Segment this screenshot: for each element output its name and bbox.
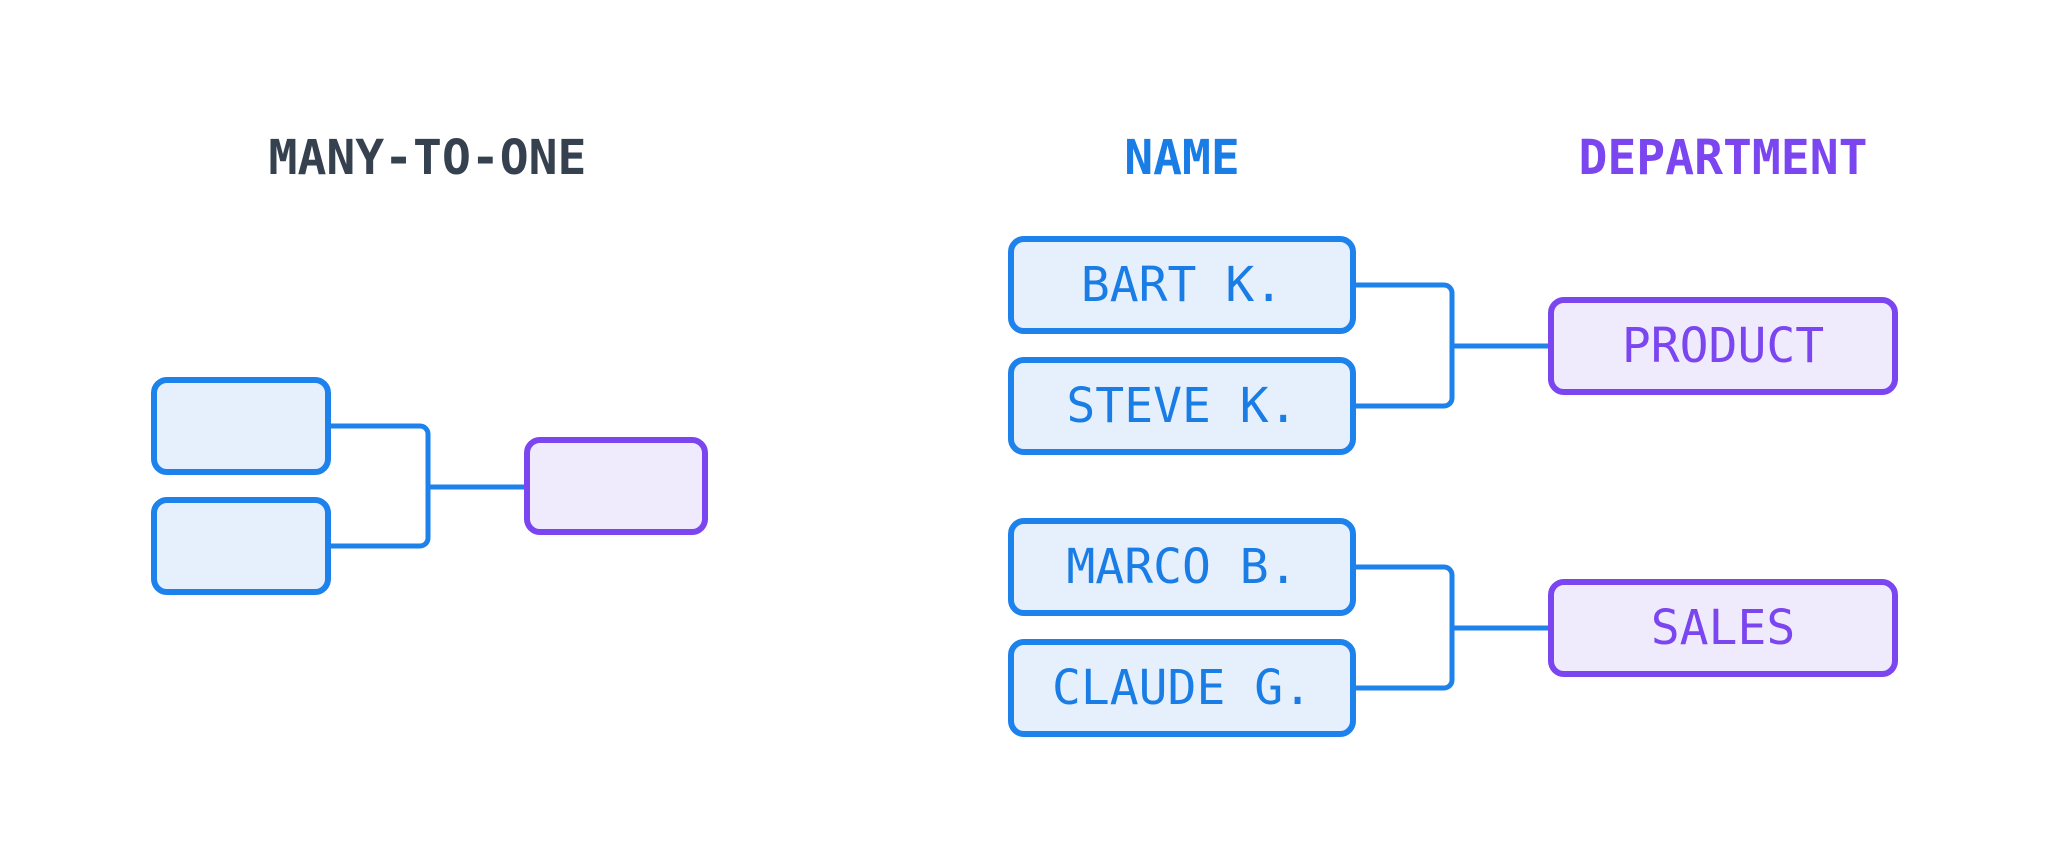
name-box-bart: BART K.: [1008, 236, 1356, 334]
sales-group-connector: [1353, 564, 1551, 691]
name-box-steve: STEVE K.: [1008, 357, 1356, 455]
name-label: BART K.: [1080, 257, 1284, 313]
name-box-claude: CLAUDE G.: [1008, 639, 1356, 737]
department-column-header: DEPARTMENT: [1578, 130, 1868, 186]
schematic-one-box: [524, 437, 708, 535]
name-box-marco: MARCO B.: [1008, 518, 1356, 616]
department-label: SALES: [1650, 600, 1796, 656]
name-label: STEVE K.: [1066, 378, 1298, 434]
many-to-one-title: MANY-TO-ONE: [268, 130, 587, 186]
schematic-connector: [328, 423, 529, 549]
name-column-header: NAME: [1124, 130, 1240, 186]
schematic-many-box-top: [151, 377, 331, 475]
department-box-product: PRODUCT: [1548, 297, 1898, 395]
name-label: MARCO B.: [1066, 539, 1298, 595]
schematic-many-box-bottom: [151, 497, 331, 595]
department-box-sales: SALES: [1548, 579, 1898, 677]
department-label: PRODUCT: [1621, 318, 1825, 374]
product-group-connector: [1353, 282, 1551, 409]
name-label: CLAUDE G.: [1051, 660, 1313, 716]
